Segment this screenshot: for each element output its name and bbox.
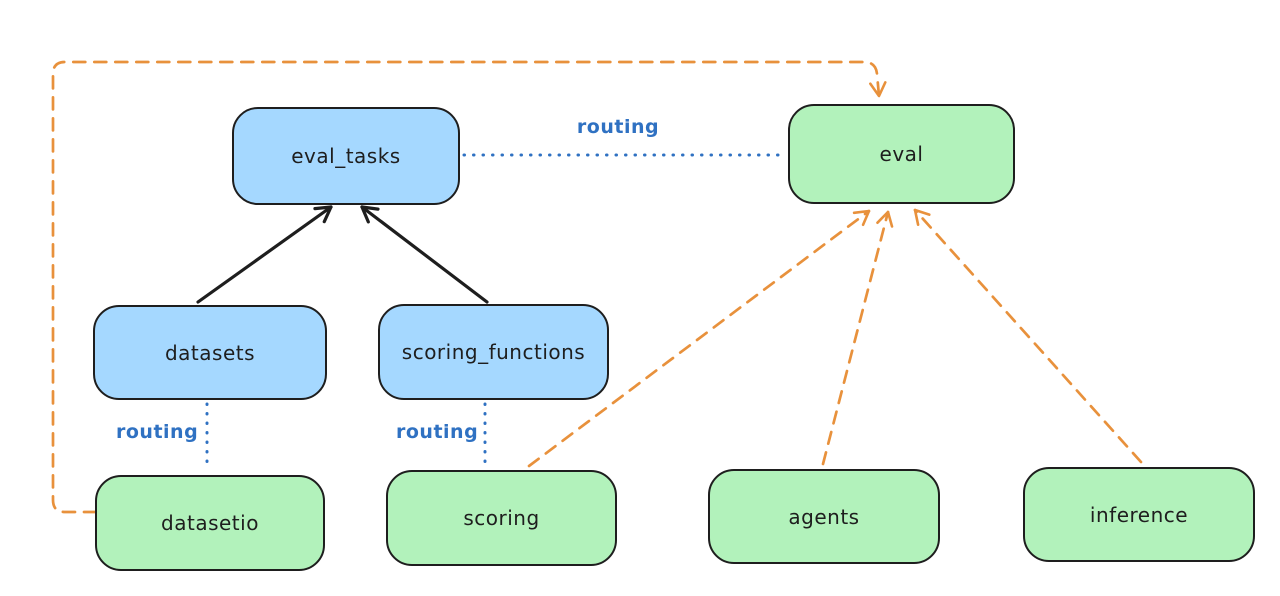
edge-label-routing: routing: [396, 421, 479, 443]
node-label: inference: [1089, 502, 1189, 527]
node-datasetio: datasetio: [95, 475, 325, 571]
node-label: scoring_functions: [401, 340, 586, 364]
edge-label-routing: routing: [576, 116, 660, 138]
node-label: datasets: [164, 340, 256, 365]
edge-agents-to-eval: [821, 210, 894, 466]
node-datasets: datasets: [93, 305, 327, 400]
node-label: eval: [879, 142, 924, 166]
node-scoring: scoring: [386, 470, 617, 566]
node-inference: inference: [1023, 467, 1255, 562]
edge-inference-to-eval: [913, 208, 1143, 464]
node-scoring-functions: scoring_functions: [378, 304, 609, 400]
edge-scoring-functions-to-eval-tasks: [360, 205, 489, 304]
edge-datasets-to-eval-tasks: [196, 205, 333, 304]
node-label: datasetio: [161, 511, 259, 535]
edge-datasetio-to-eval-around: [51, 60, 887, 514]
node-label: agents: [788, 504, 860, 529]
node-label: scoring: [463, 506, 540, 530]
node-agents: agents: [708, 469, 940, 564]
edge-scoring-to-eval: [527, 209, 871, 468]
node-label: eval_tasks: [291, 144, 401, 168]
edge-label-routing: routing: [116, 421, 199, 443]
node-eval-tasks: eval_tasks: [232, 107, 460, 205]
node-eval: eval: [788, 104, 1015, 204]
